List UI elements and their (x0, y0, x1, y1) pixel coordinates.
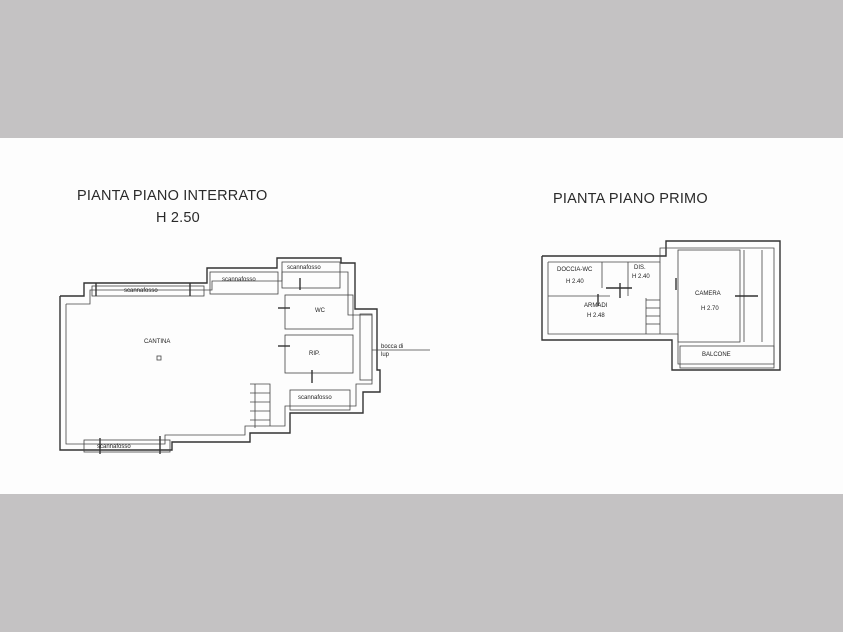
primo-title: PIANTA PIANO PRIMO (553, 191, 708, 207)
room-label-scannafosso-top-mid: scannafosso (222, 277, 256, 283)
bocca-label-line1: bocca di (381, 344, 404, 350)
room-label-doccia: DOCCIA-WC (557, 267, 593, 273)
room-label-scannafosso-bottom-left: scannafosso (97, 444, 131, 450)
room-label-doccia-height: H 2.40 (566, 279, 584, 285)
room-label-camera-height: H 2.70 (701, 306, 719, 312)
interrato-height: H 2.50 (156, 210, 200, 226)
floor-plan-drawing (59, 240, 781, 454)
interrato-title: PIANTA PIANO INTERRATO (77, 188, 268, 204)
room-label-scannafosso-bottom-right: scannafosso (298, 395, 332, 401)
room-label-armadi: ARMADI (584, 303, 608, 309)
interrato-plan-walls (59, 257, 430, 454)
room-label-cantina: CANTINA (144, 339, 171, 345)
room-label-scannafosso-top-left: scannafosso (124, 288, 158, 294)
floor-plan-sheet: PIANTA PIANO INTERRATO H 2.50 PIANTA PIA… (0, 138, 843, 494)
room-label-camera: CAMERA (695, 291, 721, 297)
room-label-scannafosso-top-right: scannafosso (287, 265, 321, 271)
room-label-dis-height: H 2.40 (632, 274, 650, 280)
room-label-rip: RIP. (309, 351, 320, 357)
room-label-balcone: BALCONE (702, 352, 731, 358)
primo-plan-walls (541, 240, 781, 371)
room-label-dis: DIS. (634, 265, 646, 271)
room-label-armadi-height: H 2.48 (587, 313, 605, 319)
room-label-wc: WC (315, 308, 325, 314)
bocca-label-line2: lup (381, 352, 390, 358)
